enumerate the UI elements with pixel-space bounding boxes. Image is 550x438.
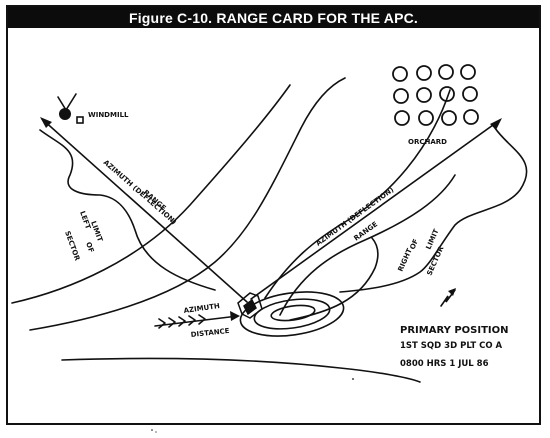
north-arrow-shaft — [440, 289, 456, 307]
orchard-tree — [416, 87, 432, 103]
road-line-right — [264, 89, 451, 299]
left-sector-bracket — [39, 129, 216, 291]
azimuth-ticks — [158, 314, 206, 329]
windmill-vanes — [57, 93, 77, 112]
left-sector-word-2: LIMIT — [89, 220, 104, 243]
ground-line-right — [289, 237, 379, 321]
orchard-tree — [463, 109, 479, 125]
azimuth-label: AZIMUTH — [183, 302, 220, 315]
apc-icon — [237, 292, 263, 319]
windmill-square — [76, 116, 84, 124]
azimuth-arrowhead — [230, 311, 240, 321]
orchard-tree — [394, 110, 410, 126]
orchard-trees — [392, 64, 479, 126]
left-sector-word-3: OF — [84, 241, 95, 254]
orchard-tree — [460, 64, 476, 80]
left-limit-line — [41, 118, 248, 303]
left-azimuth-label: AZIMUTH (DEFLECTION) — [102, 158, 178, 226]
primary-position-title: PRIMARY POSITION — [400, 325, 508, 336]
road-line-left — [11, 84, 291, 304]
right-sector-word-1: RIGHT — [397, 247, 414, 273]
north-arrow-head — [448, 288, 456, 296]
windmill-label: WINDMILL — [88, 111, 129, 119]
hill-contour-inner — [270, 304, 316, 322]
azimuth-reference-line — [154, 315, 239, 327]
orchard-tree — [393, 88, 409, 104]
hill-contour-middle — [253, 298, 331, 330]
left-sector-word-4: SECTOR — [63, 230, 81, 263]
distance-label: DISTANCE — [190, 327, 230, 339]
left-limit-arrowhead — [40, 117, 52, 128]
right-sector-label: RIGHT OF LIMIT SECTOR — [397, 228, 446, 277]
left-sector-label: LEFT LIMIT OF SECTOR — [63, 210, 104, 263]
windmill-icon — [59, 108, 71, 120]
orchard-tree — [416, 65, 432, 81]
orchard-tree — [462, 86, 478, 102]
orchard-tree — [392, 66, 408, 82]
left-sector-word-1: LEFT — [78, 210, 92, 231]
figure-title: Figure C-10. RANGE CARD FOR THE APC. — [8, 7, 539, 28]
right-limit-line — [250, 119, 501, 300]
right-sector-word-2: OF — [409, 238, 421, 251]
primary-position-time: 0800 HRS 1 JUL 86 — [400, 359, 489, 369]
orchard-tree — [438, 64, 454, 80]
right-limit-arrowhead — [490, 118, 502, 130]
orchard-tree — [439, 86, 455, 102]
road-line-right-2 — [279, 174, 456, 316]
primary-position-unit: 1ST SQD 3D PLT CO A — [400, 341, 503, 351]
hill-contour-outer — [239, 291, 345, 337]
orchard-tree — [418, 110, 434, 126]
road-line-inner-left — [29, 77, 346, 331]
orchard-label: ORCHARD — [408, 138, 447, 146]
ground-line-bottom — [61, 357, 421, 383]
right-sector-bracket — [339, 127, 528, 293]
orchard-tree — [441, 110, 457, 126]
